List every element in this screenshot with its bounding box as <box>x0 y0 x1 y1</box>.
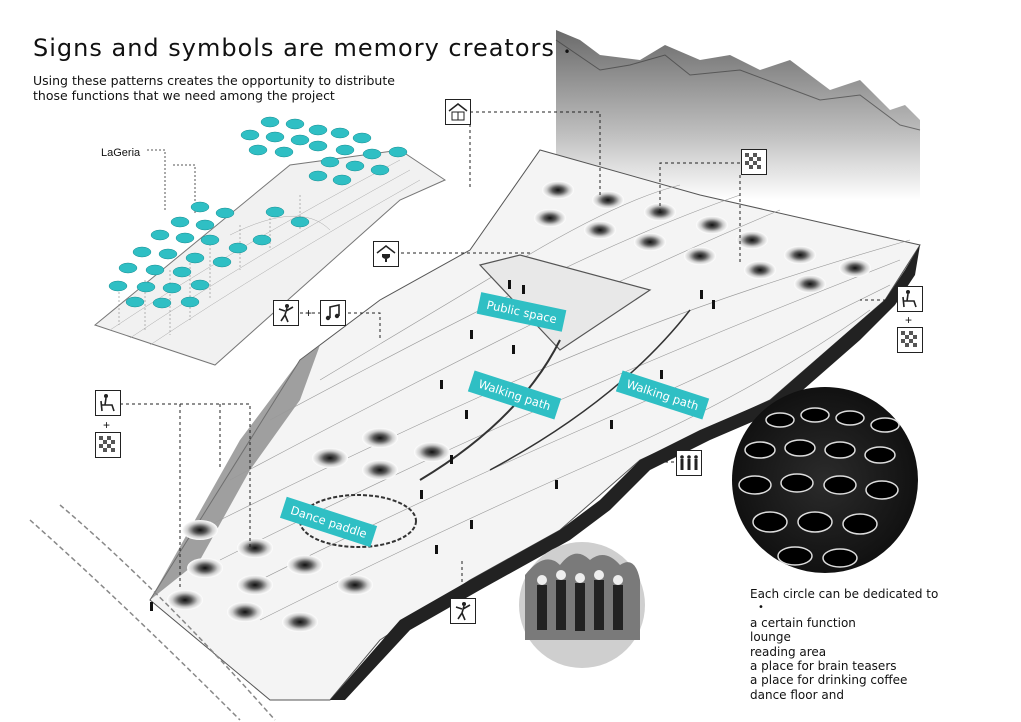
lounge-chair-icon <box>897 286 923 312</box>
mountain-photo <box>555 30 921 200</box>
musicians-photo <box>519 542 645 668</box>
dancer-icon <box>450 598 476 624</box>
trophy-house-icon <box>373 241 399 267</box>
book-house-icon <box>445 99 471 125</box>
notes-line: a certain function <box>750 615 856 630</box>
terrain-model <box>149 149 921 701</box>
notes-line: dance floor and <box>750 687 844 702</box>
subtitle-line: Using these patterns creates the opportu… <box>33 73 395 88</box>
music-note-icon <box>320 300 346 326</box>
dancer-icon <box>273 300 299 326</box>
subtitle-line: those functions that we need among the p… <box>33 88 335 103</box>
chess-board-icon <box>741 149 767 175</box>
inset-label: LaGeria <box>101 147 141 159</box>
inset-lageria-model <box>93 116 447 366</box>
plus-sign: + <box>305 306 313 320</box>
notes-line: lounge <box>750 630 791 645</box>
notes-line: a place for brain teasers <box>750 659 897 674</box>
page-subtitle: Using these patterns creates the opportu… <box>33 73 395 103</box>
page-title: Signs and symbols are memory creators • <box>33 34 572 62</box>
notes-line: a place for drinking coffee <box>750 673 908 688</box>
lounge-chair-icon <box>95 390 121 416</box>
chess-board-icon <box>897 327 923 353</box>
people-group-icon <box>676 450 702 476</box>
notes-line: reading area <box>750 644 827 659</box>
notes-list: Each circle can be dedicated to• a certa… <box>750 587 938 702</box>
crater-field-photo <box>732 387 918 573</box>
chess-board-icon <box>95 432 121 458</box>
plus-sign: + <box>103 418 111 432</box>
plus-sign: + <box>905 313 913 327</box>
road-lines <box>29 504 276 721</box>
notes-line: Each circle can be dedicated to• <box>750 587 939 614</box>
